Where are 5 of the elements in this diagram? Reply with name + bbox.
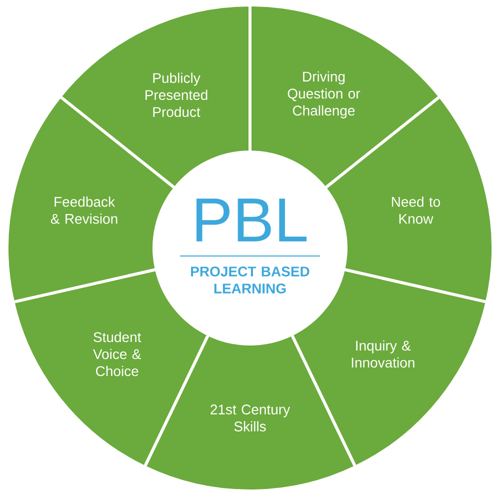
wheel-segment: Publicly Presented Product bbox=[58, 4, 252, 190]
wheel-segment: Driving Question or Challenge bbox=[248, 4, 442, 190]
node-label: Need to Know bbox=[392, 196, 440, 224]
node-label: Student Voice & Choice bbox=[93, 332, 142, 376]
node-label: 21st Century Skills bbox=[210, 404, 290, 432]
